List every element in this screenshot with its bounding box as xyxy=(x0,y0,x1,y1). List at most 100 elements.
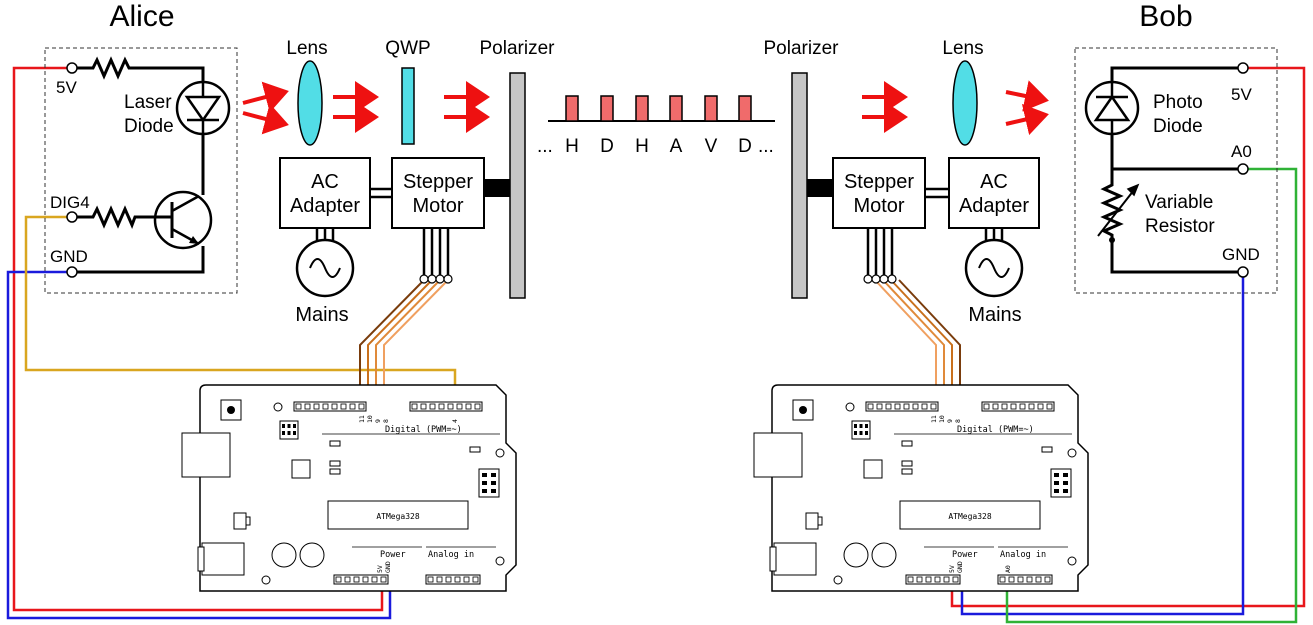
usb-port xyxy=(181,432,231,478)
voltage-regulator xyxy=(805,512,819,530)
alice-circuit-box xyxy=(44,47,238,294)
bob-stepper-leads xyxy=(866,228,894,276)
capacitor xyxy=(843,542,869,568)
mount-hole xyxy=(495,448,505,458)
channel-symbol-2: D xyxy=(600,136,614,157)
alice-ac-label-1: AC xyxy=(311,171,339,193)
pulse-train xyxy=(565,95,752,122)
digital-header-high xyxy=(865,401,939,412)
bob-circuit: 5V A0 GND Photo Diode Variable Resistor xyxy=(1074,47,1278,294)
qwp-label: QWP xyxy=(385,38,430,59)
icsp-header xyxy=(279,420,299,440)
analog-label: Analog in xyxy=(1000,550,1046,560)
channel-symbol-3: H xyxy=(635,136,649,157)
bob-polarizer xyxy=(791,72,808,299)
digital-pin-label: 10 xyxy=(938,415,946,423)
bob-5v-wire xyxy=(950,66,1306,608)
digital-pin-label: 9 xyxy=(946,419,954,423)
bob-title: Bob xyxy=(1139,0,1192,33)
photodiode-symbol xyxy=(1084,80,1140,136)
alice-stepper-label-2: Motor xyxy=(412,195,463,217)
power-pin-label: GND xyxy=(384,561,392,573)
laser-diode-label-2: Diode xyxy=(124,116,174,137)
power-pin-label: GND xyxy=(956,561,964,573)
alice-5v-terminal xyxy=(66,62,78,74)
power-pin-label: 5V xyxy=(948,565,956,573)
resistor-label-2: Resistor xyxy=(1145,216,1215,237)
alice-polarizer xyxy=(509,72,526,299)
atmega-chip xyxy=(327,500,469,530)
resistor-label-1: Variable xyxy=(1145,192,1213,213)
bob-gnd-terminal xyxy=(1237,266,1249,278)
digital-pin-label: 8 xyxy=(382,419,390,423)
alice-ac-adapter xyxy=(279,157,371,229)
analog-pin-label: A0 xyxy=(1004,565,1012,573)
icsp-header xyxy=(851,420,871,440)
atmega-chip-label: ATMega328 xyxy=(376,512,420,521)
photodiode-label-1: Photo xyxy=(1153,92,1203,113)
alice-gnd-label: GND xyxy=(50,247,88,266)
bob-ac-label-2: Adapter xyxy=(959,195,1029,217)
atmega-chip xyxy=(899,500,1041,530)
mount-hole xyxy=(273,402,283,412)
mount-hole xyxy=(261,575,271,585)
digital-label: Digital (PWM=~) xyxy=(385,425,462,435)
digital-pin-label: 4 xyxy=(451,419,459,423)
alice-5v-wire xyxy=(12,66,384,612)
bob-stepper-label-2: Motor xyxy=(853,195,904,217)
alice-5v-label: 5V xyxy=(56,78,77,97)
power-jack xyxy=(201,542,245,576)
alice-polarizer-label: Polarizer xyxy=(480,38,556,59)
atmega-chip-label: ATMega328 xyxy=(948,512,992,521)
alice-base-resistor xyxy=(77,205,172,229)
bob-mains-symbol xyxy=(964,238,1024,298)
channel-leading-dots: ... xyxy=(537,136,553,157)
photodiode-label-2: Diode xyxy=(1153,116,1203,137)
alice-mains-symbol xyxy=(295,238,355,298)
component xyxy=(863,459,883,479)
qwp-plate xyxy=(401,67,415,145)
bob-stepper-label-1: Stepper xyxy=(844,171,914,193)
alice-stepper-motor xyxy=(391,157,485,229)
board-outline xyxy=(199,384,517,592)
alice-mains-label: Mains xyxy=(295,304,348,326)
digital-pin-label: 11 xyxy=(930,415,938,423)
digital-pin-label: 11 xyxy=(358,415,366,423)
bob-5v-terminal xyxy=(1237,62,1249,74)
bob-gnd-label: GND xyxy=(1222,245,1260,264)
alice-circuit: 5V DIG4 GND Laser Diode xyxy=(44,47,238,294)
mount-hole xyxy=(833,575,843,585)
quantum-channel: ... H D H A V D ... xyxy=(537,95,775,157)
alice-resistor-top xyxy=(77,56,205,82)
alice-stepper-leads xyxy=(422,228,450,276)
alice-stepper-terminals xyxy=(419,274,453,284)
alice-lens xyxy=(297,60,323,146)
alice-dig4-wire xyxy=(24,215,457,406)
bob-stepper-motor xyxy=(832,157,926,229)
alice-dig4-terminal xyxy=(66,211,78,223)
power-jack xyxy=(773,542,817,576)
power-label: Power xyxy=(380,550,406,560)
digital-pin-label: 9 xyxy=(374,419,382,423)
digital-pin-label: 8 xyxy=(954,419,962,423)
channel-symbol-6: D xyxy=(738,136,752,157)
component xyxy=(291,459,311,479)
alice-title: Alice xyxy=(109,0,174,33)
power-header xyxy=(905,574,961,585)
mount-hole xyxy=(845,402,855,412)
transistor-symbol xyxy=(153,190,213,250)
alice-gnd-terminal xyxy=(66,266,78,278)
alice-lens-label: Lens xyxy=(286,38,327,59)
laser-diode-symbol xyxy=(175,80,231,136)
capacitor xyxy=(871,542,897,568)
channel-symbol-5: V xyxy=(705,136,718,157)
power-label: Power xyxy=(952,550,978,560)
bob-optics: Polarizer Lens Stepper Motor AC Adapter xyxy=(764,38,1049,326)
digital-header-low xyxy=(981,401,1055,412)
mount-hole xyxy=(495,556,505,566)
laser-diode-label-1: Laser xyxy=(124,92,172,113)
bob-a0-label: A0 xyxy=(1231,142,1252,161)
